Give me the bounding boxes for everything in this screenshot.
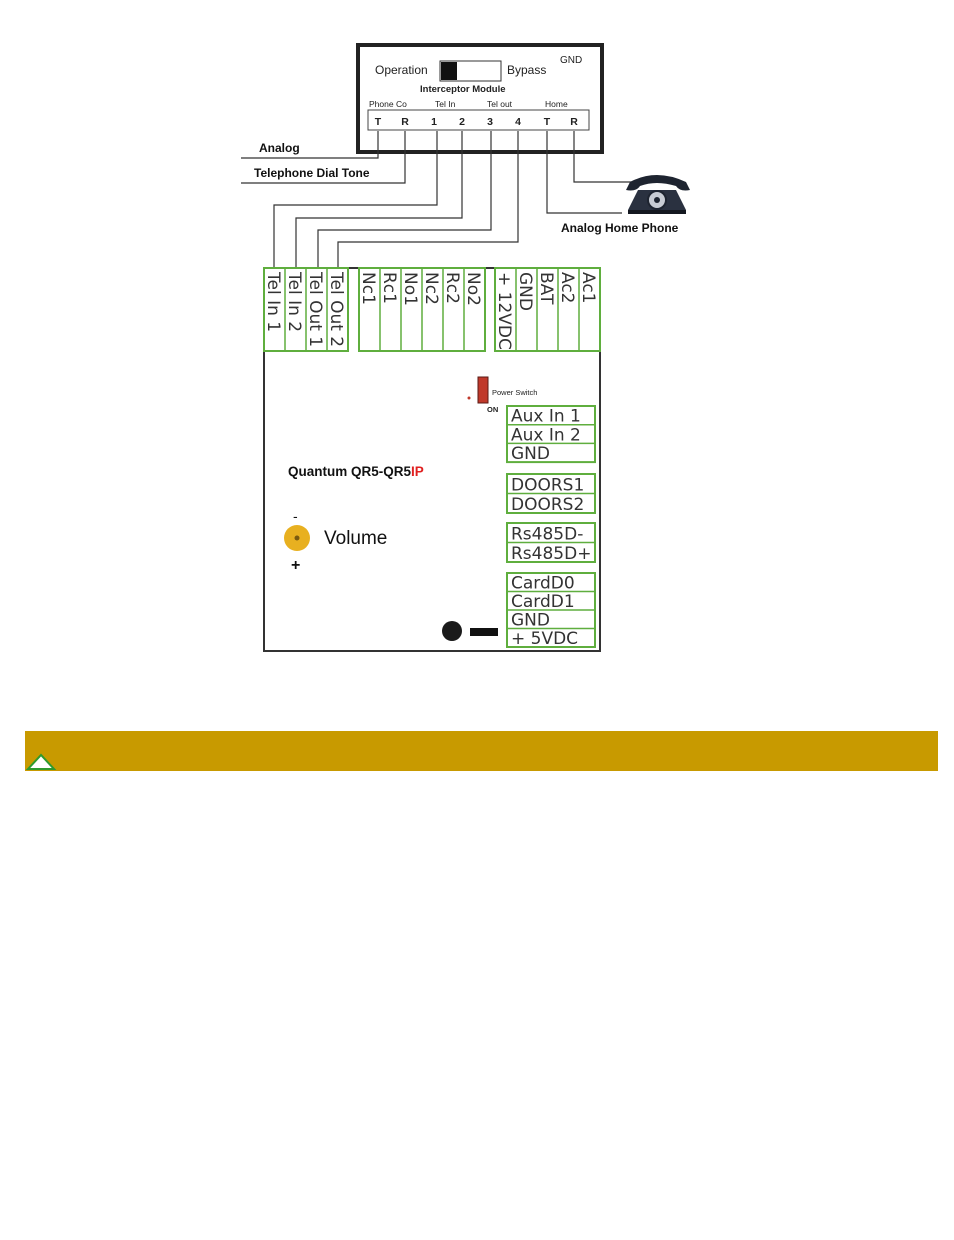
section-bar [25,731,938,771]
up-arrow-icon [25,753,57,770]
analog-label: Analog [259,141,300,155]
doors-terminal-1: DOORS2 [511,495,584,515]
top-terminal-group-2 [494,267,601,352]
interceptor-module: Operation Bypass GND Interceptor Module … [356,43,604,154]
operation-label: Operation [375,63,428,77]
power-indicator-dot [467,396,471,400]
card-terminal-1: CardD1 [511,592,575,612]
group-label-tel-out: Tel out [487,99,513,109]
volume-label: Volume [324,528,387,549]
terminal-strip [367,109,590,131]
interceptor-terminal-0: T [375,116,382,128]
interceptor-terminal-2: 1 [431,116,437,128]
rs485-terminal-1: Rs485D+ [511,544,591,564]
group-label-tel-in: Tel In [435,99,456,109]
power-switch[interactable] [477,376,489,404]
rs485-terminal-0: Rs485D- [511,525,583,545]
top-terminal-9: No2 [463,272,483,306]
module-title: Interceptor Module [420,84,506,95]
top-terminal-1: Tel In 2 [284,271,304,332]
top-terminal-0: Tel In 1 [263,271,283,332]
aux-block [506,405,596,464]
top-terminal-4: Nc1 [358,272,378,305]
mode-switch-knob [441,62,457,80]
bypass-label: Bypass [507,63,546,77]
interceptor-terminal-4: 3 [487,116,493,128]
aux-terminal-0: Aux In 1 [511,407,581,427]
power-jack-dash [470,628,498,636]
volume-plus: + [291,557,300,574]
top-terminal-2: Tel Out 1 [305,271,325,347]
top-terminal-11: GND [515,272,535,311]
top-terminal-14: Ac1 [578,272,598,304]
card-terminal-0: CardD0 [511,574,575,594]
power-jack [442,621,462,641]
volume-minus: - [293,508,298,524]
top-terminal-5: Rc1 [379,272,399,304]
aux-terminal-1: Aux In 2 [511,425,581,445]
card-terminal-2: GND [511,611,550,631]
interceptor-terminals: T R 1 2 3 4 T R [375,116,578,128]
top-terminal-13: Ac2 [557,272,577,304]
home-phone-label: Analog Home Phone [561,221,679,235]
group-label-home: Home [545,99,568,109]
interceptor-terminal-1: R [401,116,409,128]
top-terminal-7: Nc2 [421,272,441,305]
rotary-telephone-icon [626,175,690,214]
interceptor-terminal-5: 4 [515,116,521,128]
gnd-label: GND [560,55,582,66]
top-terminal-12: BAT [536,272,556,305]
interceptor-terminal-6: T [544,116,551,128]
top-terminal-6: No1 [400,272,420,306]
volume-knob-center [294,535,300,541]
interceptor-terminal-3: 2 [459,116,465,128]
back-to-top-link[interactable] [25,751,57,771]
dial-tone-label: Telephone Dial Tone [254,166,370,180]
card-terminal-3: + 5VDC [511,629,578,649]
top-terminal-3: Tel Out 2 [326,271,346,347]
top-terminal-8: Rc2 [442,272,462,304]
aux-terminal-2: GND [511,444,550,464]
model-label: Quantum QR5-QR5IP [288,464,424,479]
on-label: ON [487,405,498,414]
top-terminal-10: + 12VDC [494,272,514,350]
interceptor-terminal-7: R [570,116,578,128]
power-switch-label: Power Switch [492,388,537,397]
group-label-phone-co: Phone Co [369,99,407,109]
model-main: Quantum QR5-QR5 [288,464,412,479]
model-suffix: IP [411,464,424,479]
doors-terminal-0: DOORS1 [511,476,584,496]
wires [241,131,635,268]
